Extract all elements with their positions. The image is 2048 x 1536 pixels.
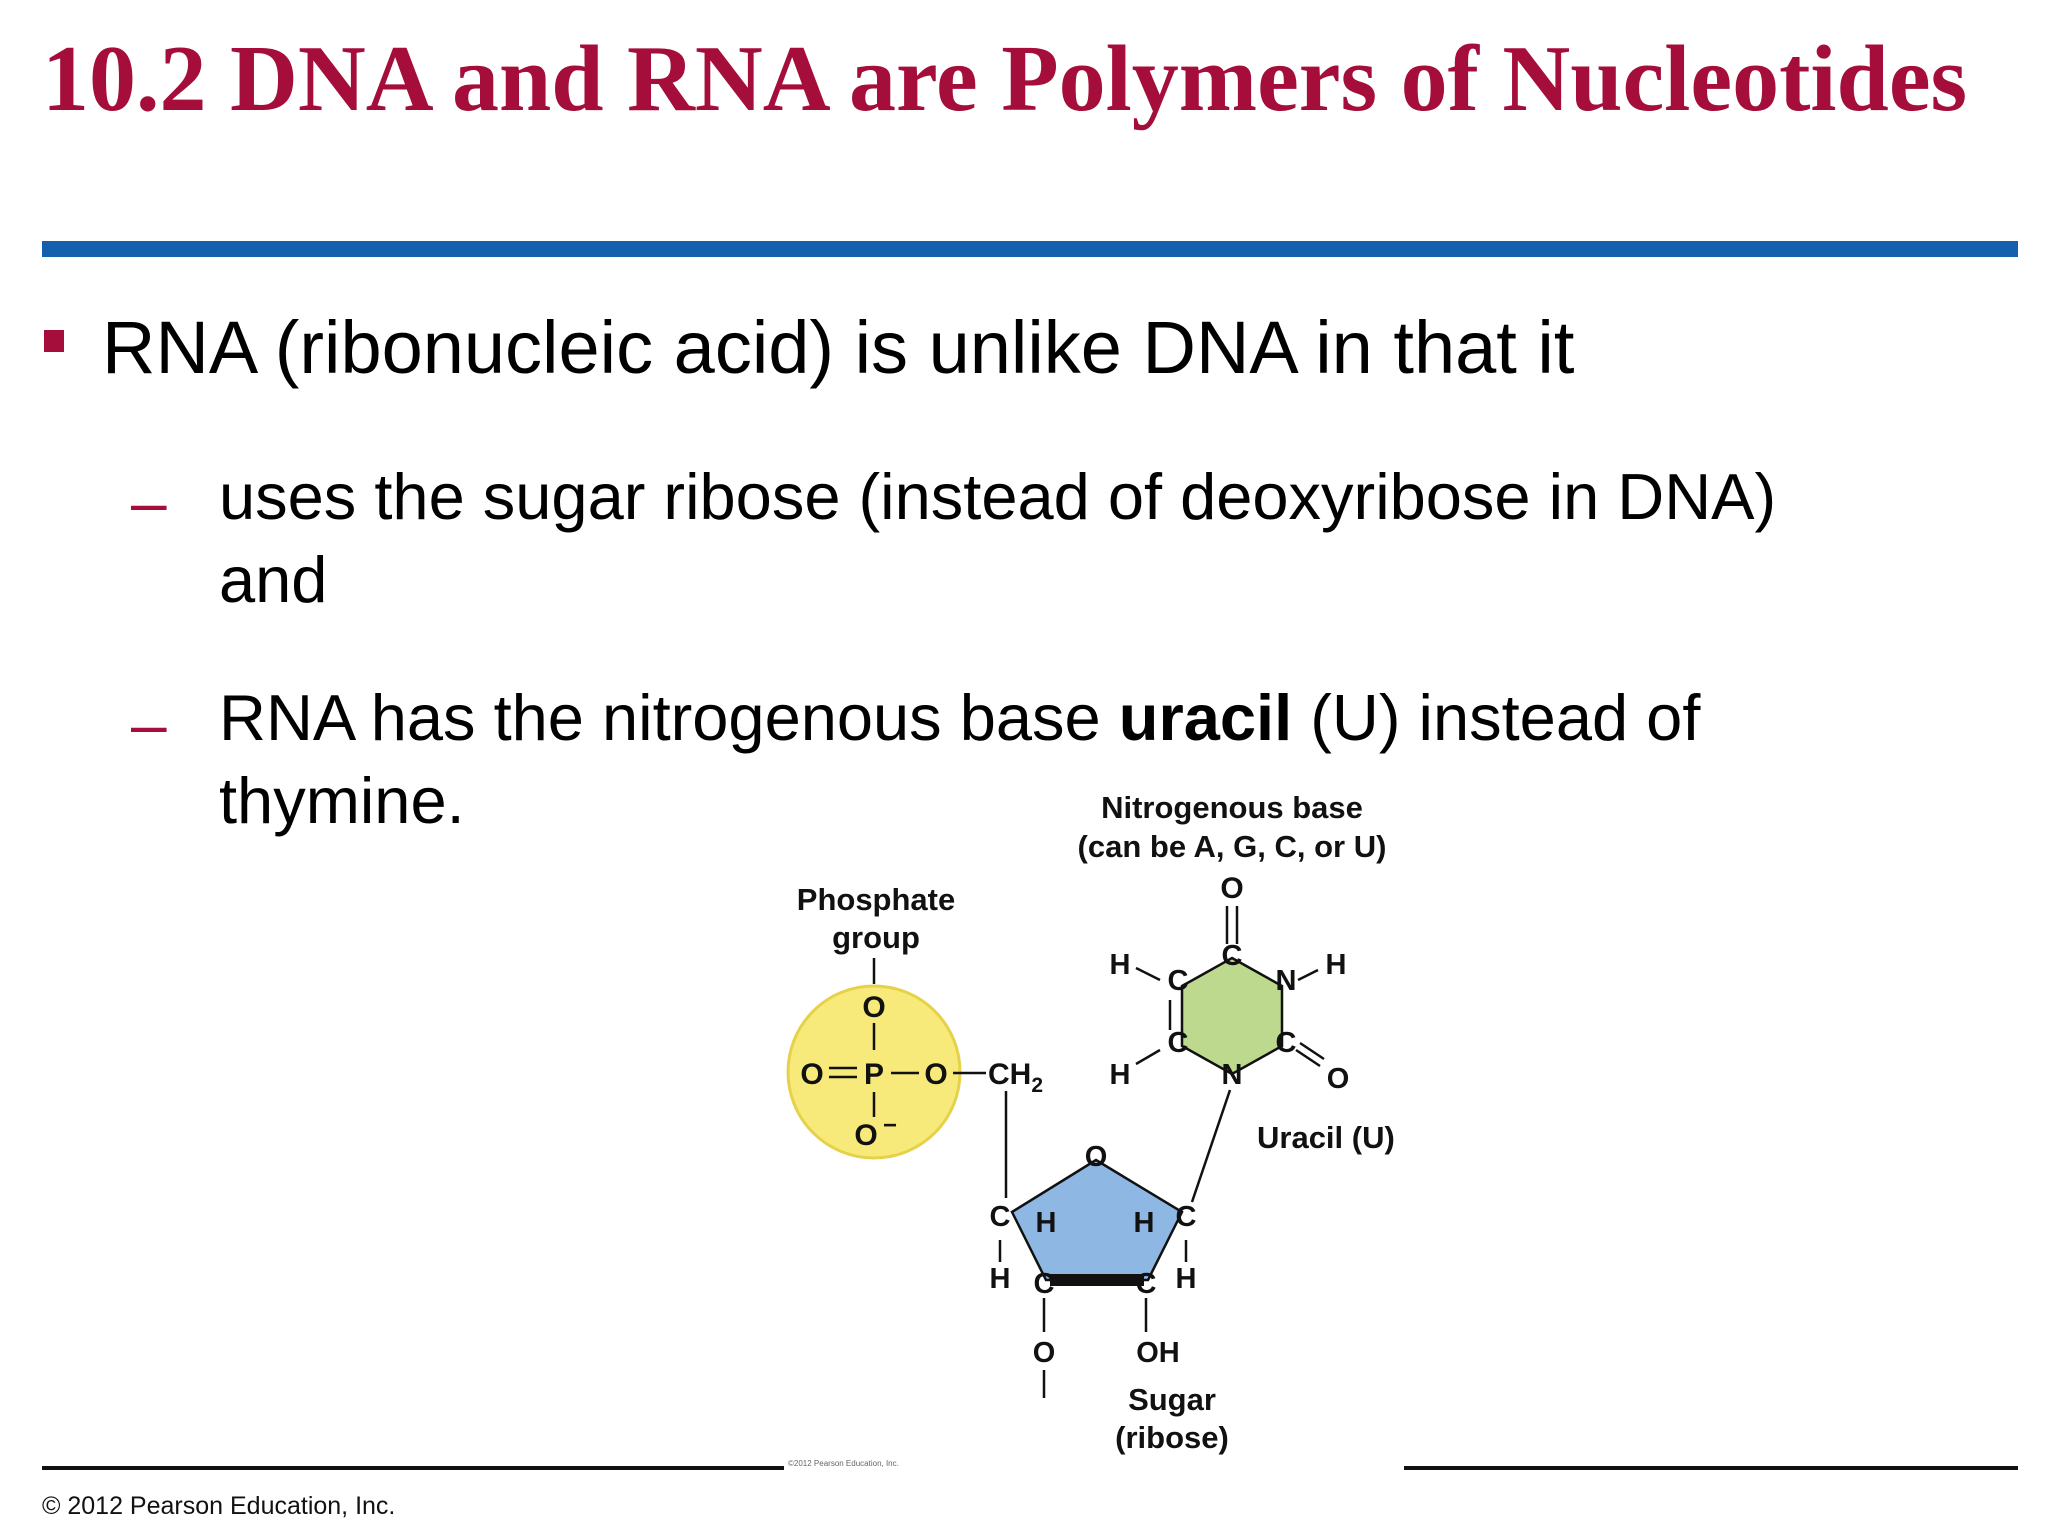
uracil-o4: O — [1220, 872, 1243, 905]
hydrogen-n3: H — [1326, 949, 1347, 981]
uracil-ring — [1180, 956, 1284, 1076]
phosphate-ester-oxygen: O — [924, 1058, 947, 1091]
nitrogenous-base-label: Nitrogenous base — [1101, 790, 1363, 825]
sub-bullet-2-line1: RNA has the nitrogenous base uracil (U) … — [219, 676, 1700, 759]
bond — [1135, 966, 1161, 982]
hydrogen-c4: H — [1036, 1207, 1057, 1239]
hydrogen-c5: H — [1110, 949, 1131, 981]
phosphate-top-oxygen: O — [862, 991, 885, 1024]
double-bond — [1295, 1048, 1321, 1068]
sub-bullet-1-line1: uses the sugar ribose (instead of deoxyr… — [219, 460, 1777, 533]
ribose-c2: C — [1136, 1268, 1157, 1300]
phosphate-left-oxygen: O — [800, 1058, 823, 1091]
phosphorus-atom: P — [864, 1058, 884, 1091]
ribose-ring-oxygen: O — [1085, 1141, 1108, 1173]
sub-bullet-1-line2: and — [219, 543, 328, 616]
ribose-c4: C — [990, 1201, 1011, 1233]
uracil-term: uracil — [1118, 681, 1293, 754]
phosphate-bottom-oxygen: O — [854, 1119, 877, 1152]
uracil-c5: C — [1168, 965, 1189, 997]
negative-charge: − — [883, 1112, 897, 1139]
footer-rule-right — [1404, 1466, 2018, 1470]
sub-bullet-2: RNA has the nitrogenous base uracil (U) … — [219, 676, 1700, 842]
uracil-label: Uracil (U) — [1257, 1120, 1395, 1155]
ch2-group: CH2 — [988, 1058, 1043, 1097]
bond — [1297, 968, 1319, 982]
sugar-label: Sugar — [1128, 1382, 1216, 1417]
uracil-n1: N — [1222, 1059, 1243, 1091]
uracil-c6: C — [1168, 1027, 1189, 1059]
uracil-c4: C — [1222, 940, 1243, 972]
title-divider — [42, 241, 2018, 257]
sub-bullet-2-line2: thymine. — [219, 764, 465, 837]
uracil-n3: N — [1276, 965, 1297, 997]
ribose-c3: C — [1034, 1268, 1055, 1300]
bond — [1135, 1048, 1161, 1066]
hydroxyl-c2: OH — [1136, 1337, 1180, 1369]
sub-bullet-dash: – — [131, 688, 167, 760]
ch-text: CH — [988, 1058, 1031, 1091]
sub-bullet-dash: – — [131, 466, 167, 538]
sub-bullet-2-post: (U) instead of — [1292, 681, 1701, 754]
subscript-2: 2 — [1031, 1074, 1043, 1097]
sub-bullet-1: uses the sugar ribose (instead of deoxyr… — [219, 455, 1776, 621]
footer-rule-left — [42, 1466, 784, 1470]
copyright-notice: © 2012 Pearson Education, Inc. — [42, 1492, 396, 1520]
hydrogen-c2: H — [1176, 1263, 1197, 1295]
slide-title: 10.2 DNA and RNA are Polymers of Nucleot… — [42, 27, 1968, 131]
phosphate-label: Phosphate — [797, 882, 955, 917]
figure-credit: ©2012 Pearson Education, Inc. — [788, 1459, 899, 1468]
nitrogenous-base-sublabel: (can be A, G, C, or U) — [1078, 829, 1387, 864]
hydrogen-c6: H — [1110, 1059, 1131, 1091]
phosphate-sublabel: group — [832, 920, 920, 955]
hydrogen-c3: H — [990, 1263, 1011, 1295]
glycosidic-bond — [1190, 1089, 1232, 1203]
oxygen-c3: O — [1033, 1337, 1056, 1369]
bullet-marker — [44, 330, 64, 352]
double-bond — [1299, 1041, 1325, 1061]
uracil-o2: O — [1327, 1063, 1350, 1095]
sugar-sublabel: (ribose) — [1115, 1420, 1229, 1455]
hydrogen-c1: H — [1134, 1207, 1155, 1239]
sub-bullet-2-pre: RNA has the nitrogenous base — [219, 681, 1119, 754]
main-bullet-text: RNA (ribonucleic acid) is unlike DNA in … — [102, 306, 1575, 389]
ribose-c1: C — [1176, 1201, 1197, 1233]
uracil-c2: C — [1276, 1027, 1297, 1059]
